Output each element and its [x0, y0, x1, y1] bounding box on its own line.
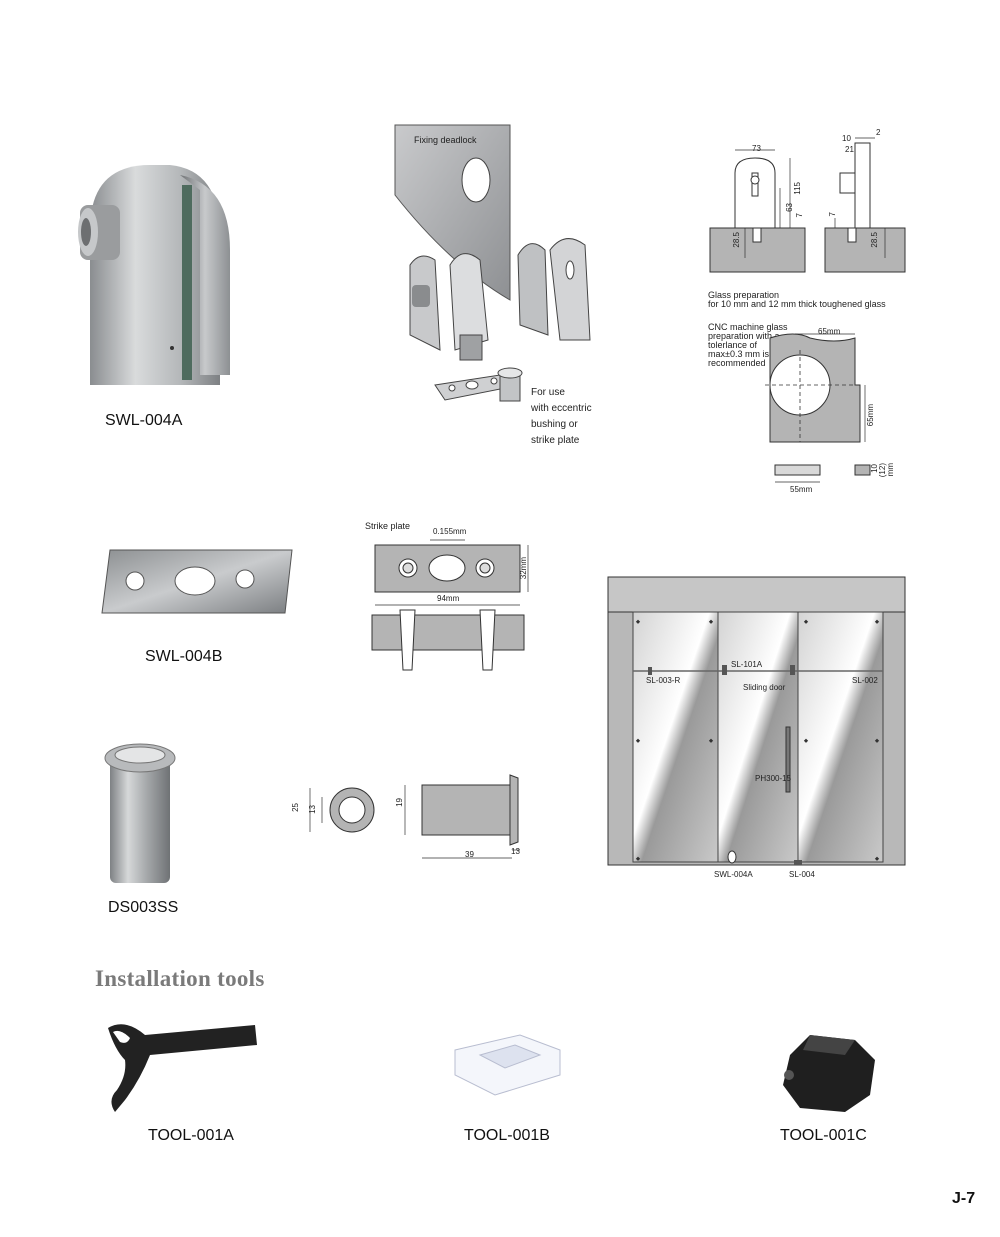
- tool-001b-image: [454, 1034, 561, 1096]
- tool-001a-label: TOOL-001A: [148, 1127, 234, 1144]
- dim-13: 13: [308, 805, 317, 814]
- dim-63: 63: [785, 203, 794, 212]
- glass-cutout-drawing: [765, 333, 871, 483]
- label-ph300-15: PH300-15: [755, 774, 792, 783]
- dim-28-5a: 28.5: [732, 232, 741, 248]
- swl-004b-label: SWL-004B: [145, 648, 223, 665]
- dim-2: 2: [876, 128, 881, 137]
- cnc-line-5: recommended: [708, 358, 766, 368]
- dim-39: 39: [465, 850, 474, 859]
- dim-7b: 7: [828, 212, 837, 217]
- ds003ss-dimension-drawing: [309, 774, 520, 859]
- fixing-note-2: with eccentric: [531, 403, 592, 414]
- dim-32: 32mm: [519, 557, 528, 580]
- dim-73: 73: [752, 144, 761, 153]
- label-sl-004: SL-004: [789, 870, 815, 879]
- cnc-line-1: CNC machine glass: [708, 322, 788, 332]
- strike-plate-title: Strike plate: [365, 521, 411, 531]
- dim-55: 55mm: [790, 485, 813, 494]
- sliding-door-drawing: [607, 576, 906, 866]
- label-sl-101a: SL-101A: [731, 660, 763, 669]
- glass-prep-line1: Glass preparation: [708, 290, 780, 300]
- dim-19: 19: [395, 798, 404, 807]
- installation-tools-heading: Installation tools: [95, 966, 265, 991]
- glass-prep-line2: for 10 mm and 12 mm thick toughened glas…: [708, 299, 886, 309]
- dim-10-12c: mm: [886, 463, 895, 477]
- dim-21: 21: [845, 145, 854, 154]
- label-swl-004a: SWL-004A: [714, 870, 753, 879]
- strike-plate-drawing: [371, 539, 529, 671]
- dim-13b: 13: [511, 847, 520, 856]
- cnc-line-3: tolerlance of: [708, 340, 758, 350]
- dim-28-5b: 28.5: [870, 232, 879, 248]
- cnc-line-2: preparation with a: [708, 331, 780, 341]
- tool-001a-image: [108, 1024, 257, 1112]
- cnc-line-4: max±0.3 mm is: [708, 349, 769, 359]
- tool-001c-image: [783, 1035, 875, 1112]
- swl-004a-image: [78, 165, 230, 385]
- label-sl-003-r: SL-003-R: [646, 676, 681, 685]
- dim-94: 94mm: [437, 594, 460, 603]
- ds003ss-image: [104, 743, 176, 883]
- lock-dimension-drawing: [709, 137, 906, 273]
- dim-7a: 7: [795, 213, 804, 218]
- tool-001c-label: TOOL-001C: [780, 1127, 867, 1144]
- fixing-deadlock-diagram: [394, 124, 591, 402]
- dim-65h: 65mm: [866, 404, 875, 427]
- dim-0-155: 0.155mm: [433, 527, 467, 536]
- fixing-note-3: bushing or: [531, 419, 578, 430]
- fixing-note-4: strike plate: [531, 435, 580, 446]
- fixing-note-1: For use: [531, 387, 565, 398]
- dim-65w: 65mm: [818, 327, 841, 336]
- tool-001b-label: TOOL-001B: [464, 1127, 550, 1144]
- fixing-deadlock-title: Fixing deadlock: [414, 135, 477, 145]
- label-sliding-door: Sliding door: [743, 683, 786, 692]
- page-number: J-7: [952, 1190, 976, 1207]
- label-sl-002: SL-002: [852, 676, 878, 685]
- dim-115: 115: [793, 182, 802, 195]
- dim-25: 25: [291, 803, 300, 812]
- swl-004b-image: [101, 549, 293, 614]
- dim-10: 10: [842, 134, 851, 143]
- ds003ss-label: DS003SS: [108, 899, 179, 916]
- swl-004a-label: SWL-004A: [105, 412, 183, 429]
